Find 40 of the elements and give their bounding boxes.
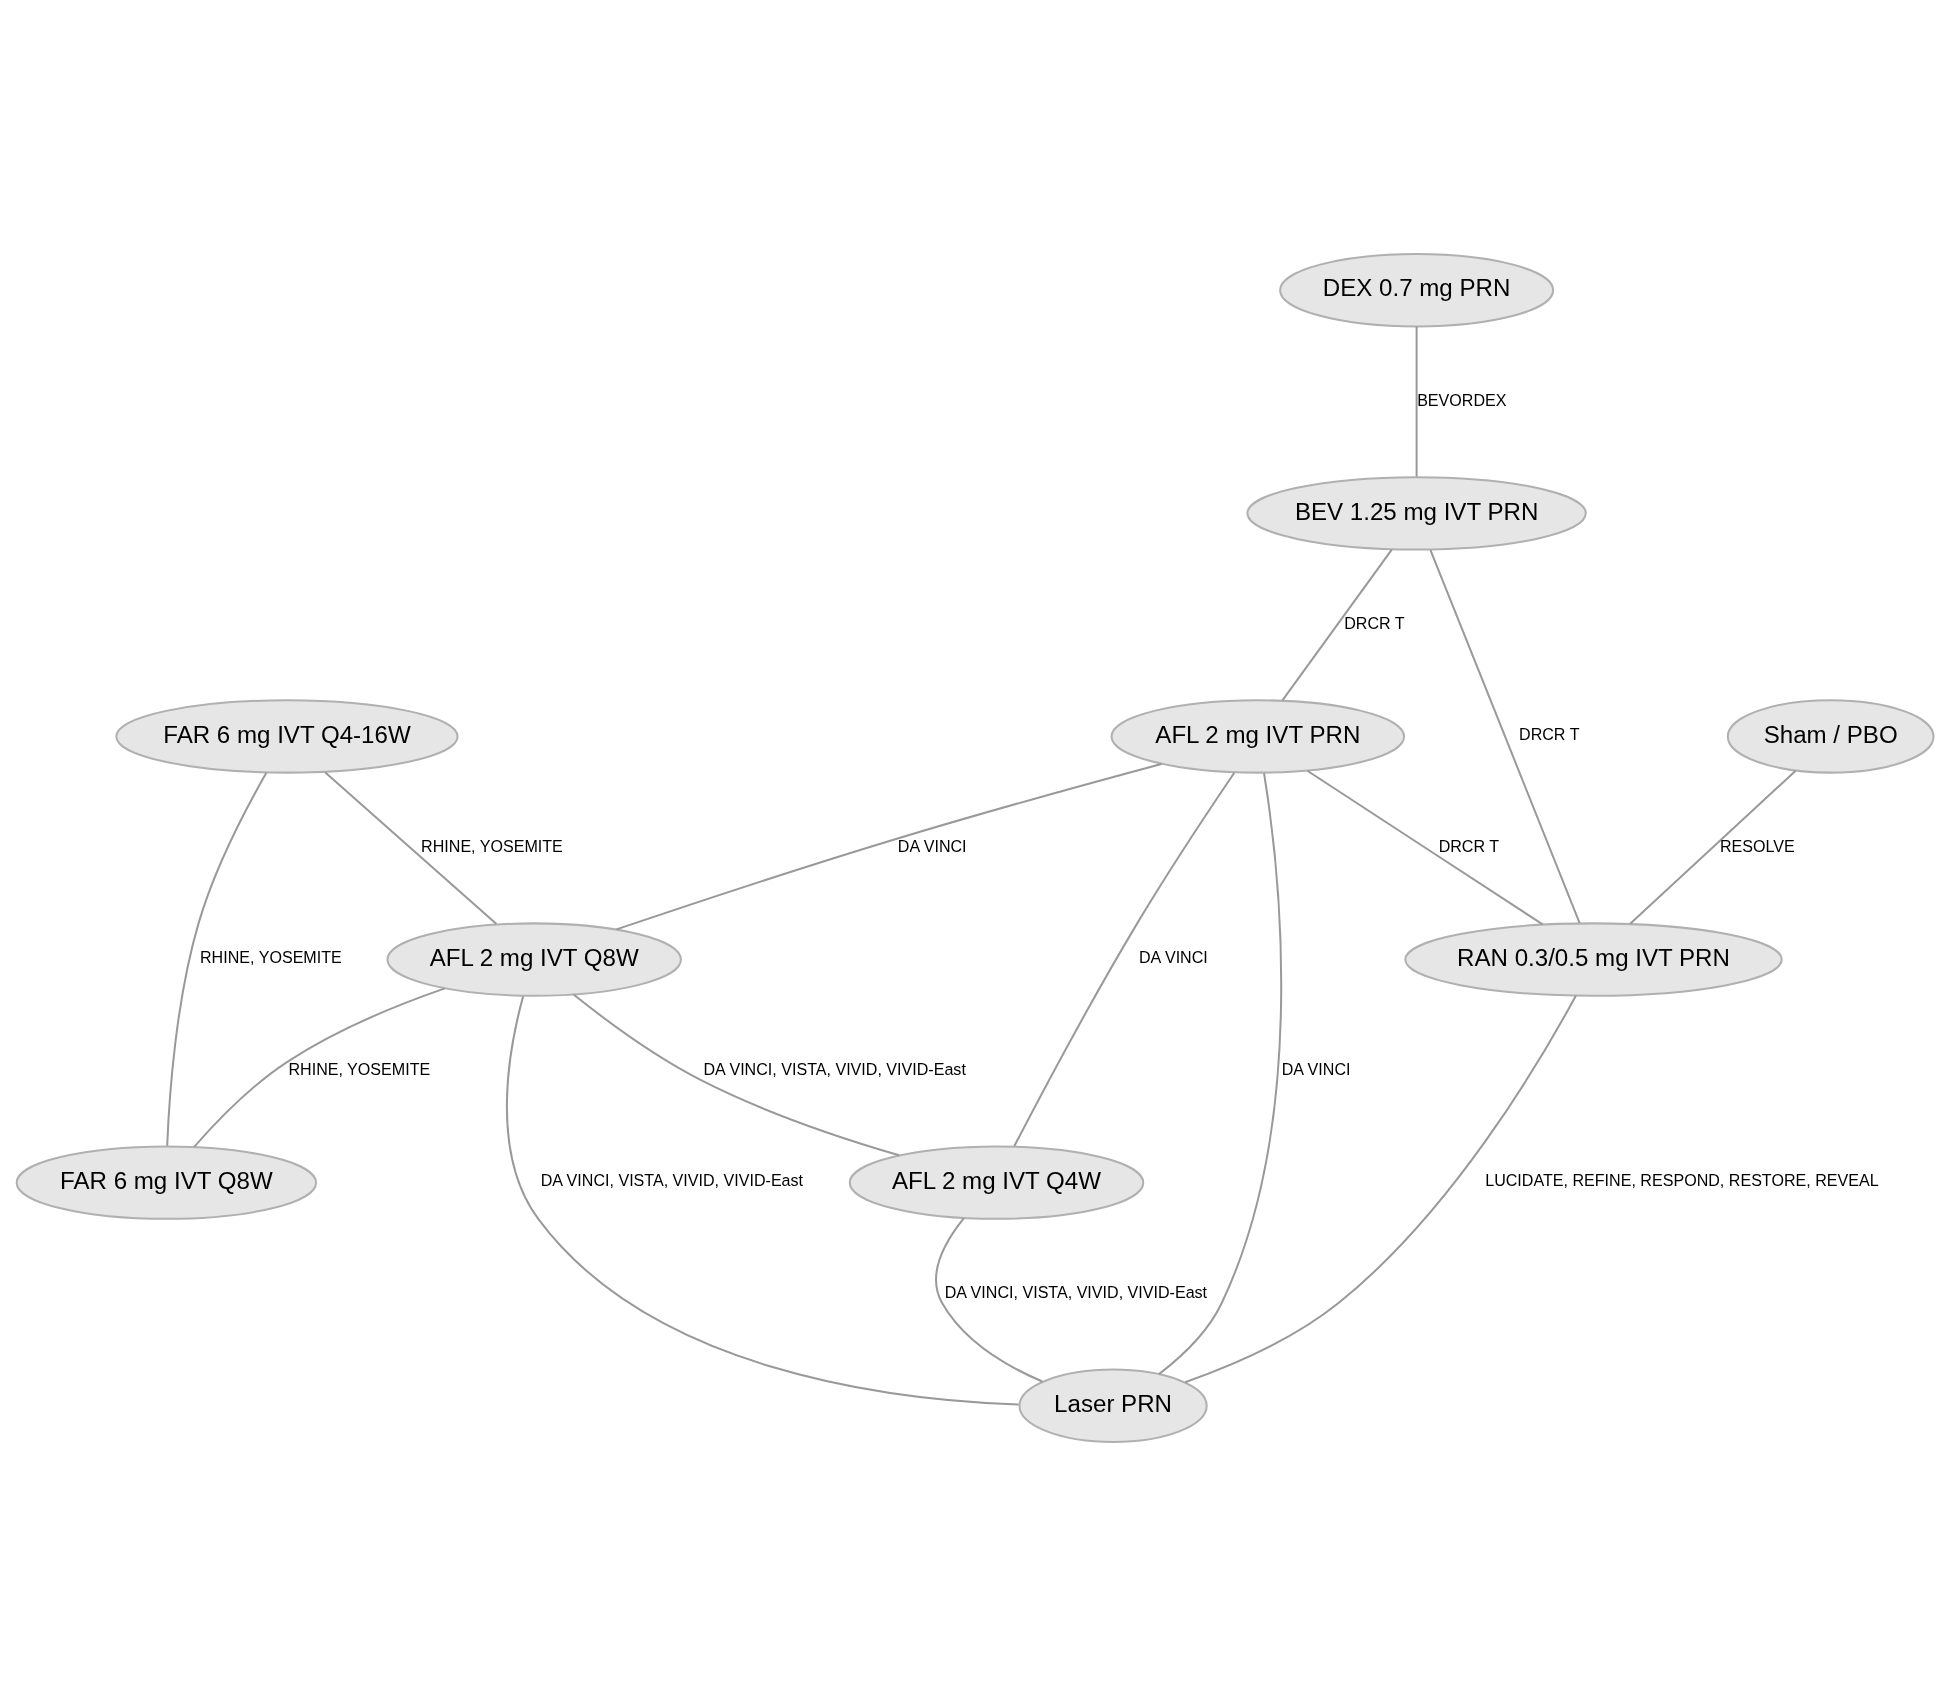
edge-label: DA VINCI, VISTA, VIVID, VIVID-East [703,1059,966,1078]
edge-label: DA VINCI [1281,1059,1351,1078]
node-ellipse: Laser PRN [1018,1368,1208,1443]
edge-label: DA VINCI, VISTA, VIVID, VIVID-East [944,1282,1208,1301]
node-ellipse: FAR 6 mg IVT Q8W [15,1145,318,1220]
connector [1629,769,1797,924]
node-ellipse: BEV 1.25 mg IVT PRN [1246,475,1587,550]
connector [506,995,1019,1406]
connector [1429,549,1581,923]
edge-label: RHINE, YOSEMITE [288,1059,431,1078]
edge-label: DRCR T [1519,724,1580,743]
edge-label: DA VINCI [897,836,967,855]
connector [573,993,900,1156]
connector [1306,769,1544,925]
edge-label: DRCR T [1344,613,1405,632]
connector [324,770,498,925]
node-ellipse: RAN 0.3/0.5 mg IVT PRN [1404,921,1783,997]
edge-label: RHINE, YOSEMITE [200,947,342,966]
node-ellipse: FAR 6 mg IVT Q4-16W [115,698,459,774]
connector [935,1217,1043,1382]
edge-label: BEVORDEX [1417,390,1507,409]
node-ellipse: AFL 2 mg IVT Q8W [386,921,682,997]
connector [1158,772,1283,1375]
edge-label: DA VINCI, VISTA, VIVID, VIVID-East [540,1170,804,1189]
node-ellipse: Sham / PBO [1726,698,1935,774]
connector [1184,994,1577,1383]
edge-label: RESOLVE [1719,836,1795,855]
connector [1013,771,1236,1147]
node-ellipse: AFL 2 mg IVT PRN [1110,698,1406,774]
connector [1415,325,1418,477]
connector [616,762,1162,930]
connector [1281,548,1393,701]
edge-label: RHINE, YOSEMITE [421,836,563,855]
node-ellipse: DEX 0.7 mg PRN [1279,252,1555,327]
node-ellipse: AFL 2 mg IVT Q4W [848,1145,1145,1220]
edge-label: DA VINCI [1138,947,1208,966]
connector [193,986,446,1147]
connector [166,771,268,1146]
edge-label: LUCIDATE, REFINE, RESPOND, RESTORE, REVEAL [1485,1170,1879,1189]
edge-label: DRCR T [1438,836,1500,855]
